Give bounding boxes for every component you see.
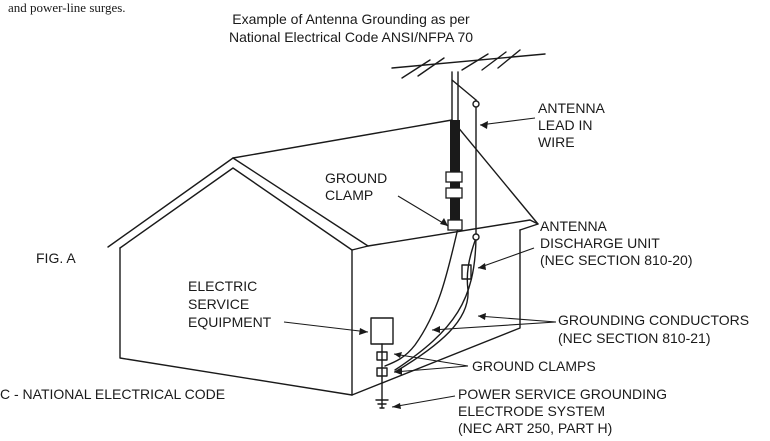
- footer-text-fragment: C - NATIONAL ELECTRICAL CODE: [0, 386, 226, 402]
- label-power-service-1: POWER SERVICE GROUNDING: [458, 386, 667, 402]
- roof-eave: [351, 219, 539, 251]
- diagram-title-line-1: Example of Antenna Grounding as per: [232, 11, 470, 27]
- lead-to-discharge: [394, 237, 477, 373]
- label-discharge-unit-2: DISCHARGE UNIT: [540, 235, 660, 251]
- house-gable-inner: [119, 167, 353, 251]
- label-discharge-unit-1: ANTENNA: [540, 218, 607, 234]
- label-ground-clamp-1: GROUND: [325, 170, 388, 186]
- label-antenna-lead-in-3: WIRE: [538, 134, 575, 150]
- house-right-wall: [351, 229, 521, 396]
- label-antenna-lead-in-2: LEAD IN: [538, 117, 593, 133]
- house-left-wall: [119, 247, 353, 396]
- label-grounding-conductors-2: (NEC SECTION 810-21): [558, 330, 711, 346]
- top-text-fragment: and power-line surges.: [8, 0, 126, 15]
- label-electric-service-3: EQUIPMENT: [188, 314, 272, 330]
- diagram-title-line-2: National Electrical Code ANSI/NFPA 70: [228, 29, 474, 45]
- antenna-boom: [391, 53, 546, 69]
- label-electric-service-1: ELECTRIC: [188, 278, 258, 294]
- label-ground-clamp-2: CLAMP: [325, 187, 374, 203]
- service-box: [370, 317, 394, 345]
- label-antenna-lead-in-1: ANTENNA: [538, 100, 605, 116]
- antenna-el-1: [401, 59, 431, 79]
- antenna-el-2: [417, 57, 445, 77]
- antenna-el-3: [461, 53, 489, 71]
- label-electric-service-2: SERVICE: [188, 296, 250, 312]
- label-grounding-conductors-1: GROUNDING CONDUCTORS: [558, 312, 750, 328]
- label-discharge-unit-3: (NEC SECTION 810-20): [540, 252, 693, 268]
- label-power-service-3: (NEC ART 250, PART H): [458, 420, 613, 436]
- discharge-unit: [461, 264, 472, 280]
- antenna-el-4: [481, 51, 507, 71]
- label-power-service-2: ELECTRODE SYSTEM: [458, 403, 606, 419]
- ground-conductor-2: [394, 237, 477, 371]
- label-ground-clamps: GROUND CLAMPS: [472, 358, 596, 374]
- figure-label: FIG. A: [36, 250, 76, 266]
- antenna-mount: [451, 79, 477, 101]
- ground-conductor-1: [384, 227, 459, 367]
- antenna-el-5: [497, 49, 521, 69]
